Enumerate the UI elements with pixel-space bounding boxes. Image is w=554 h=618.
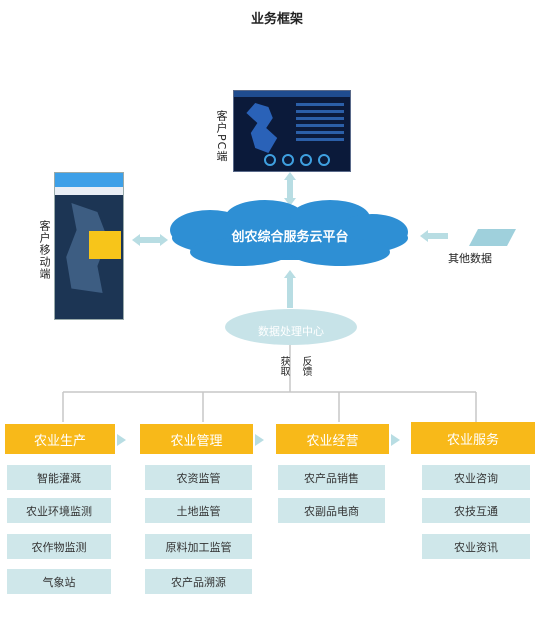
item-management-3: 原料加工监管: [145, 534, 252, 559]
center-label: 数据处理中心: [258, 325, 324, 338]
item-management-1: 农资监管: [145, 465, 252, 490]
cat-arrow-2: [255, 434, 264, 446]
mobile-cloud-arrow: [132, 234, 168, 246]
item-operation-1: 农产品销售: [278, 465, 385, 490]
item-production-1: 智能灌溉: [7, 465, 111, 490]
other-data-label: 其他数据: [448, 252, 492, 265]
item-service-2: 农技互通: [422, 498, 530, 523]
category-operation: 农业经营: [276, 424, 389, 454]
pc-screenshot: [233, 90, 351, 172]
mobile-label: 客户移动端: [38, 220, 51, 280]
cat-arrow-1: [117, 434, 126, 446]
item-production-3: 农作物监测: [7, 534, 111, 559]
category-production: 农业生产: [5, 424, 115, 454]
item-production-4: 气象站: [7, 569, 111, 594]
item-operation-2: 农副品电商: [278, 498, 385, 523]
category-service: 农业服务: [411, 422, 535, 454]
cloud-shape: [170, 200, 408, 266]
obtain-label: 获取: [278, 356, 289, 376]
item-service-1: 农业咨询: [422, 465, 530, 490]
other-data-shape: [469, 229, 516, 246]
item-production-2: 农业环境监测: [7, 498, 111, 523]
cat-arrow-3: [391, 434, 400, 446]
cloud-label: 创农综合服务云平台: [231, 230, 349, 245]
other-data-arrow: [420, 230, 448, 242]
item-management-4: 农产品溯源: [145, 569, 252, 594]
feedback-label: 反馈: [300, 356, 311, 376]
center-cloud-arrow: [284, 270, 296, 308]
page-title: 业务框架: [250, 12, 303, 27]
category-management: 农业管理: [140, 424, 253, 454]
item-service-3: 农业资讯: [422, 534, 530, 559]
center-shape: [225, 309, 357, 345]
item-management-2: 土地监管: [145, 498, 252, 523]
pc-cloud-arrow: [284, 172, 296, 206]
mobile-screenshot: [54, 172, 124, 320]
pc-label: 客户PC端: [215, 110, 228, 163]
